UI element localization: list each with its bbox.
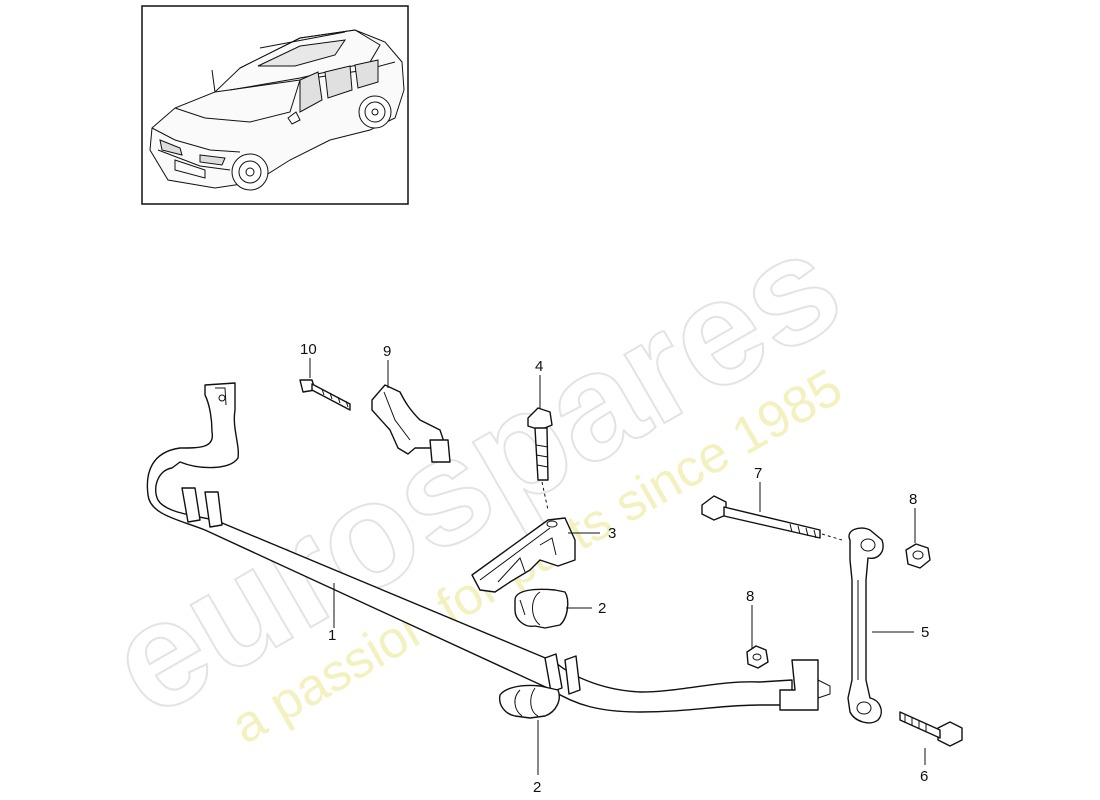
watermark-brand: eurospares	[82, 198, 866, 748]
vehicle-icon	[149, 29, 405, 191]
callout-8-right: 8	[909, 491, 917, 508]
leader-lines	[309, 358, 926, 775]
callout-9: 9	[383, 343, 391, 360]
bolt-10	[299, 379, 351, 411]
bolt-6	[899, 711, 963, 747]
callout-10: 10	[300, 341, 317, 358]
bracket	[371, 384, 451, 463]
bolt-7	[701, 495, 843, 541]
nut-8-right	[905, 543, 931, 569]
callout-4: 4	[535, 358, 543, 375]
callout-6: 6	[920, 768, 928, 785]
callout-2-lower: 2	[533, 779, 541, 796]
callout-1: 1	[328, 627, 336, 644]
clamp-bracket	[471, 517, 576, 593]
callout-5: 5	[921, 624, 929, 641]
callout-8-left: 8	[746, 588, 754, 605]
callouts: 10 9 4 3 2 1 2 7 8 8 5 6	[300, 341, 929, 796]
bolt-4	[527, 407, 553, 511]
callout-7: 7	[754, 465, 762, 482]
bushing-upper	[514, 588, 569, 629]
stabilizer-bar	[146, 382, 831, 713]
coupling-link	[847, 527, 884, 724]
bushing-lower	[498, 684, 560, 719]
nut-8-left	[746, 645, 769, 669]
vehicle-thumbnail	[141, 5, 409, 205]
callout-3: 3	[608, 525, 616, 542]
watermark: eurospares a passion for parts since 198…	[81, 197, 867, 756]
callout-2-upper: 2	[598, 600, 606, 617]
